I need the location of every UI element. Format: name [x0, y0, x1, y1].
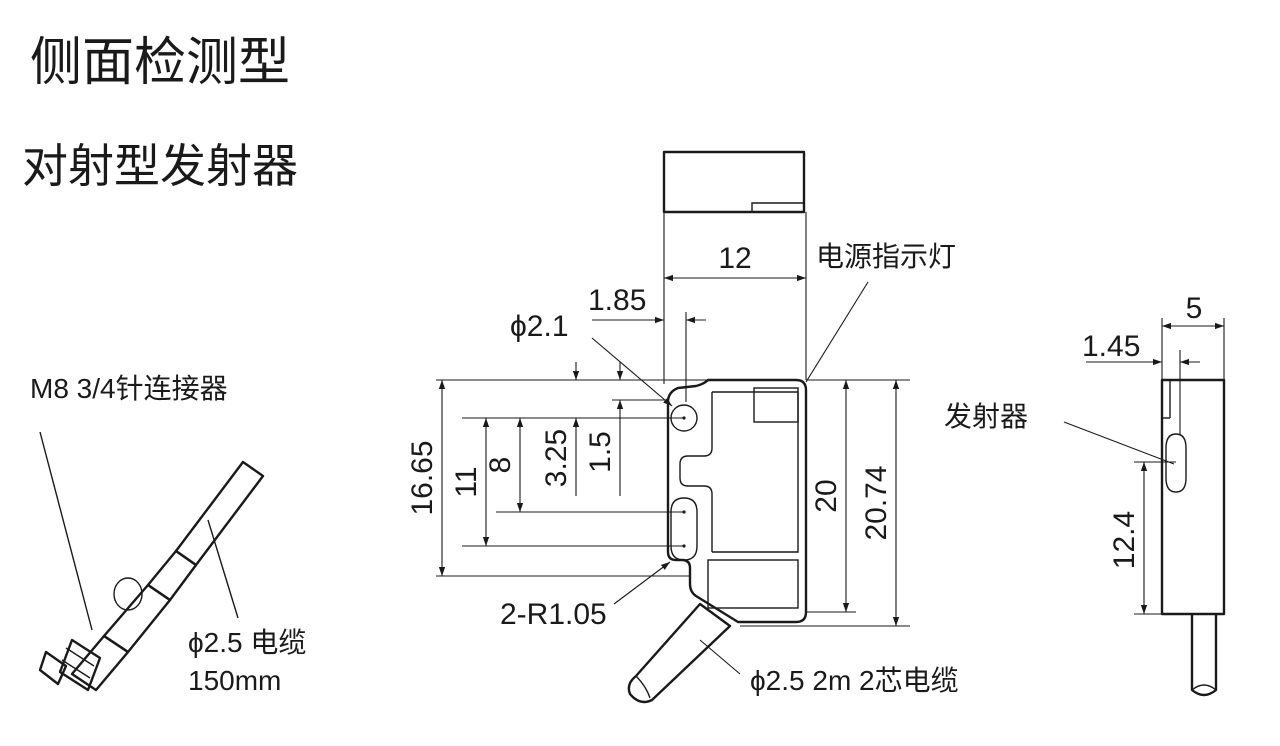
dim-height-16-65: 16.65 [406, 440, 439, 515]
front-view: 12 1.85 ϕ2.1 16.65 11 8 3.25 1.5 20 20.7… [406, 212, 959, 704]
sensor-body-outline [666, 378, 808, 624]
emitter-label: 发射器 [944, 400, 1028, 433]
connector-view: M8 3/4针连接器 ϕ2.5 电缆 150mm [30, 373, 306, 696]
dim-hole-spacing-11: 11 [450, 466, 483, 497]
dim-height-20: 20 [810, 479, 843, 512]
radius-label: 2-R1.05 [500, 598, 607, 631]
dim-1-5: 1.5 [584, 431, 617, 473]
dim-1-45: 1.45 [1082, 330, 1140, 363]
connector-cable-label: ϕ2.5 电缆 [188, 627, 306, 658]
side-view: 5 1.45 12.4 发射器 [944, 292, 1226, 697]
dim-width-12: 12 [718, 242, 751, 275]
emitter-window [1165, 433, 1187, 493]
dim-height-20-74: 20.74 [860, 465, 893, 540]
dim-3-25: 3.25 [540, 429, 573, 487]
dim-5: 5 [1186, 292, 1203, 325]
dim-hole-dia: ϕ2.1 [510, 310, 569, 343]
page-subtitle: 对射型发射器 [22, 139, 298, 193]
page-title: 侧面检测型 [30, 33, 290, 93]
dim-hole-offset: 1.85 [588, 284, 646, 317]
connector-label: M8 3/4针连接器 [30, 373, 228, 404]
top-view [662, 150, 806, 214]
led-label: 电源指示灯 [816, 240, 956, 273]
front-cable-label: ϕ2.5 2m 2芯电缆 [750, 665, 959, 696]
dim-12-4: 12.4 [1108, 511, 1141, 569]
side-body-outline [1160, 378, 1226, 616]
dim-8: 8 [484, 457, 517, 474]
connector-cable-length: 150mm [188, 665, 281, 696]
mounting-slot [670, 497, 698, 561]
